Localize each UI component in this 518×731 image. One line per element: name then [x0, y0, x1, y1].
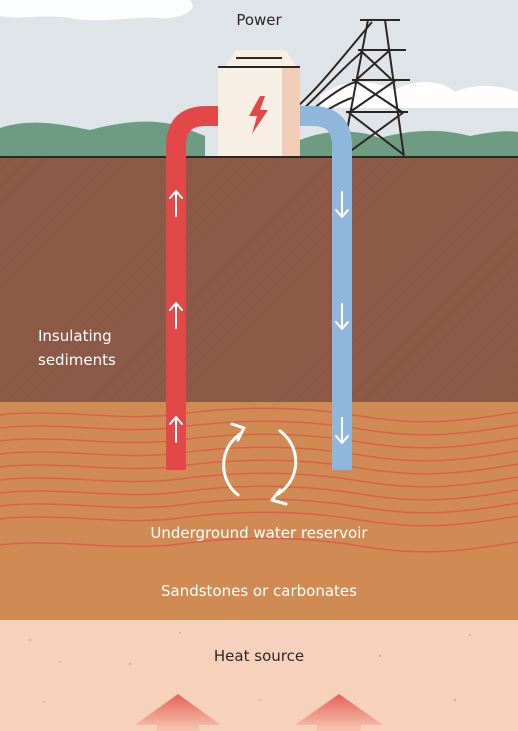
- arrow-down-icon: [335, 417, 349, 444]
- hills: [0, 121, 205, 158]
- heat-arrow-icon: [295, 694, 383, 731]
- heat-arrow-icon: [135, 694, 221, 731]
- hot-pipe: [166, 106, 234, 470]
- arrow-up-icon: [169, 190, 183, 217]
- arrow-down-icon: [335, 303, 349, 330]
- arrow-up-icon: [169, 302, 183, 329]
- heat-specks: [28, 632, 471, 703]
- cloud: [320, 82, 518, 108]
- sediments-label: Insulating sediments: [38, 324, 116, 372]
- rock-label: Sandstones or carbonates: [161, 582, 357, 600]
- power-label: Power: [236, 11, 282, 29]
- hills: [300, 130, 518, 158]
- cold-flow-arrows: [335, 191, 349, 444]
- circulation-cycle-icon: [222, 422, 298, 506]
- cloud: [0, 0, 193, 21]
- reservoir-wave-lines: [0, 407, 518, 553]
- sediments-label-line1: Insulating: [38, 327, 112, 345]
- arrow-down-icon: [335, 191, 349, 218]
- hot-flow-arrows: [169, 190, 183, 443]
- sediments-label-line2: sediments: [38, 351, 116, 369]
- reservoir-layer: [0, 402, 518, 620]
- lightning-bolt-icon: [249, 96, 268, 134]
- sediment-hatch: [0, 158, 518, 402]
- reservoir-label: Underground water reservoir: [150, 524, 368, 542]
- cold-pipe: [266, 106, 352, 470]
- heat-layer: [0, 620, 518, 731]
- heat-source-label: Heat source: [213, 647, 305, 665]
- arrow-up-icon: [169, 416, 183, 443]
